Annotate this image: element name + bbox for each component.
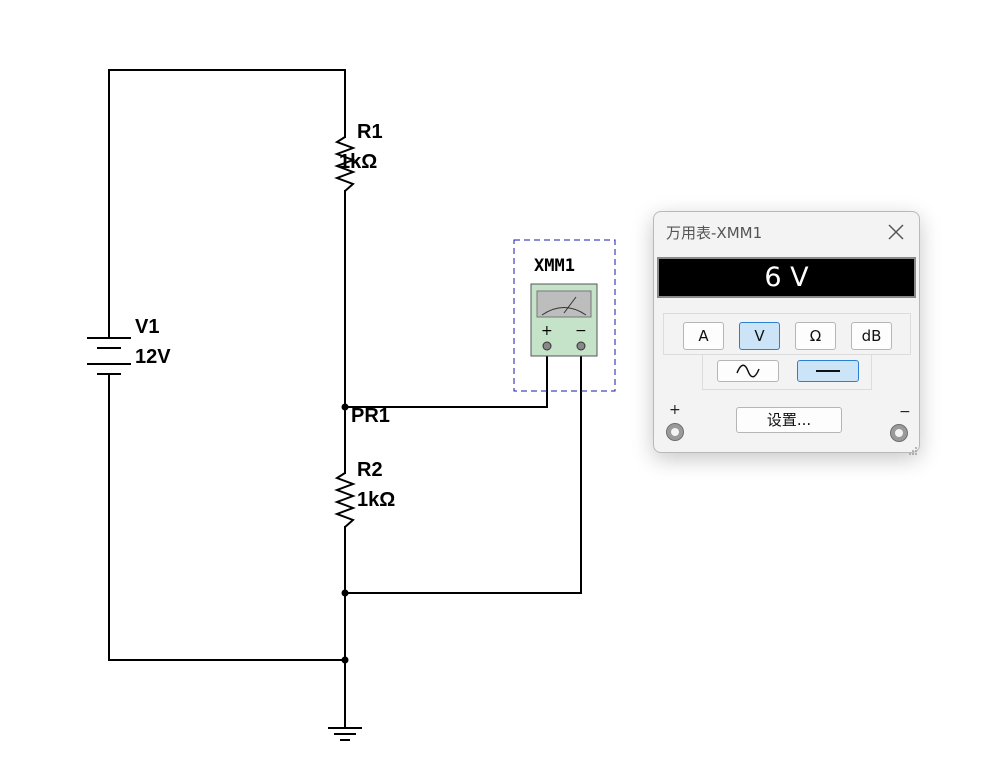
probe-pr1-label: PR1 [351,405,390,427]
mode-ammeter-button[interactable]: A [683,322,724,350]
ac-wave-icon [736,364,760,378]
resistor-r1-value: 1kΩ [339,151,377,173]
close-icon [888,224,904,240]
minus-terminal-label: − [899,404,911,420]
wire-probe-meter-plus[interactable] [344,351,548,408]
dc-mode-button[interactable] [797,360,859,382]
resistor-r1-symbol[interactable] [334,136,356,192]
meter-selection-box [513,239,616,392]
meter-plus-sign: + [541,323,553,339]
resistor-r2-value: 1kΩ [357,489,395,511]
resistor-r2-name: R2 [357,459,383,481]
plus-terminal-jack[interactable] [665,422,685,442]
resistor-r2-symbol[interactable] [334,472,356,528]
wire-meter-minus-node[interactable] [344,351,582,594]
battery-v1-symbol[interactable] [87,337,131,375]
measurement-mode-panel: A V Ω dB [663,313,911,355]
mode-decibel-button[interactable]: dB [851,322,892,350]
wire-bottom-left[interactable] [108,373,346,661]
meter-plus-terminal[interactable] [542,341,552,351]
ground-icon[interactable] [328,727,362,741]
meter-minus-terminal[interactable] [576,341,586,351]
mode-ohmmeter-button[interactable]: Ω [795,322,836,350]
mode-voltmeter-button[interactable]: V [739,322,780,350]
resize-grip-icon[interactable] [908,441,918,455]
dc-line-icon [816,370,840,372]
multimeter-window[interactable]: 万用表-XMM1 6 V A V Ω dB + − [653,211,920,455]
junction-node-ground [341,656,349,664]
meter-xmm1-label: XMM1 [534,256,575,276]
plus-terminal-label: + [669,402,681,418]
probe-pr1-node[interactable] [341,403,349,411]
battery-v1-name: V1 [135,316,159,338]
signal-type-panel [702,355,872,390]
minus-terminal-jack[interactable] [889,423,909,443]
close-button[interactable] [885,221,907,243]
multimeter-reading-display: 6 V [657,257,916,298]
meter-xmm1-body[interactable] [530,283,598,357]
settings-button[interactable]: 设置... [736,407,842,433]
ac-mode-button[interactable] [717,360,779,382]
battery-v1-value: 12V [135,346,171,368]
meter-minus-sign: − [575,323,587,339]
wire-top-left[interactable] [108,69,346,339]
resistor-r1-name: R1 [357,121,383,143]
terminal-jack-icon [890,424,908,442]
junction-node-meter-minus [341,589,349,597]
terminal-jack-icon [666,423,684,441]
multimeter-window-title: 万用表-XMM1 [666,224,763,242]
